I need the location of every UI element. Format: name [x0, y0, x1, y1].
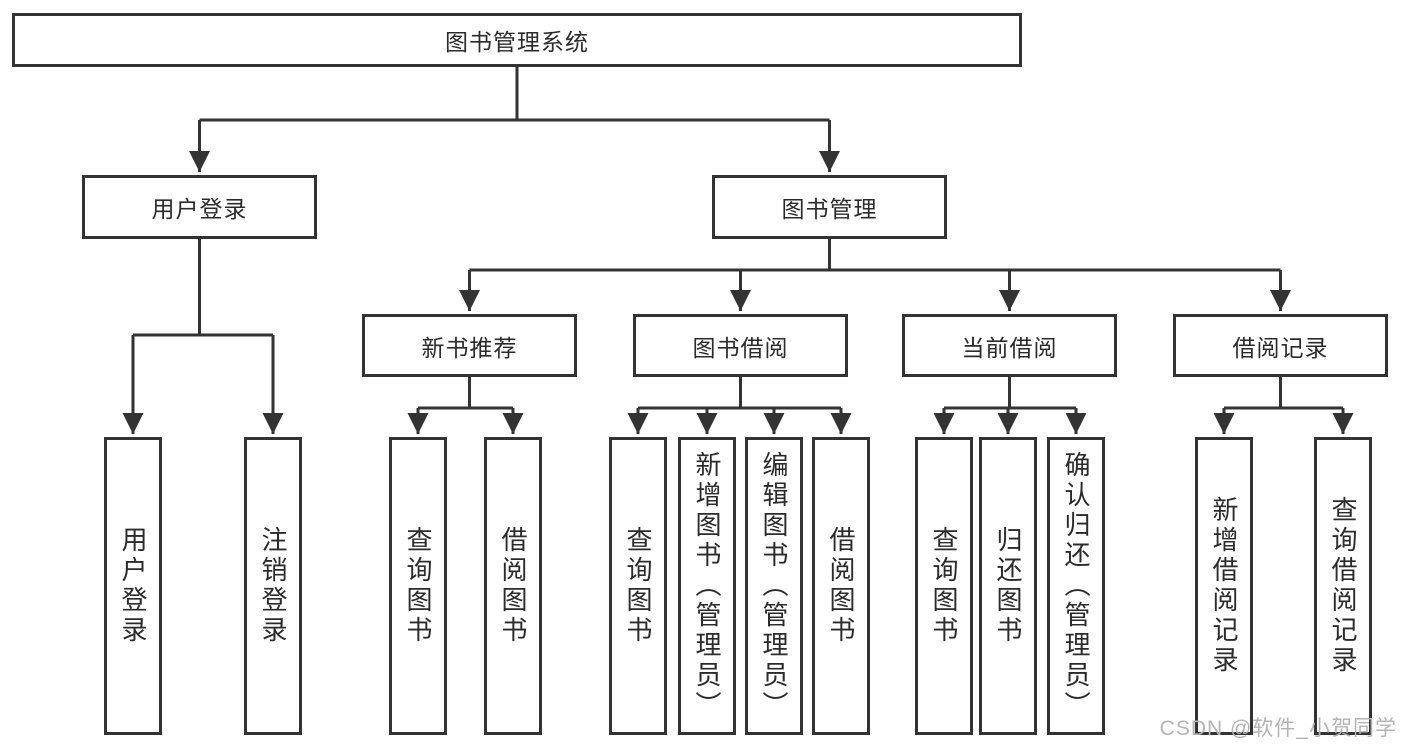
leaf-query-book-borrow: 查询图书: [609, 437, 667, 735]
node-library-system: 图书管理系统: [12, 13, 1022, 67]
node-book-borrow-label: 图书借阅: [692, 334, 789, 361]
leaf-add-book-admin-label: 新增图书（管理员）: [692, 451, 722, 721]
leaf-return-book-label: 归还图书: [993, 526, 1023, 646]
leaf-add-book-admin: 新增图书（管理员）: [678, 437, 736, 735]
leaf-add-borrow-record-label: 新增借阅记录: [1209, 496, 1239, 676]
node-current-borrow: 当前借阅: [902, 314, 1117, 377]
leaf-query-book-current: 查询图书: [915, 437, 973, 735]
leaf-borrow-book-recommend-label: 借阅图书: [498, 526, 528, 646]
leaf-query-borrow-record: 查询借阅记录: [1314, 437, 1372, 735]
leaf-query-book-recommend-label: 查询图书: [403, 526, 433, 646]
leaf-query-book-borrow-label: 查询图书: [623, 526, 653, 646]
leaf-logout-label: 注销登录: [258, 526, 288, 646]
leaf-borrow-book-label: 借阅图书: [826, 526, 856, 646]
csdn-watermark: CSDN @软件_小贺同学: [1159, 717, 1397, 740]
leaf-edit-book-admin-label: 编辑图书（管理员）: [759, 451, 789, 721]
leaf-query-book-current-label: 查询图书: [929, 526, 959, 646]
leaf-query-borrow-record-label: 查询借阅记录: [1328, 496, 1358, 676]
leaf-borrow-book-recommend: 借阅图书: [484, 437, 542, 735]
leaf-query-book-recommend: 查询图书: [389, 437, 447, 735]
node-borrow-records-label: 借阅记录: [1232, 334, 1329, 361]
node-library-system-label: 图书管理系统: [445, 29, 589, 55]
node-borrow-records: 借阅记录: [1173, 314, 1388, 377]
leaf-edit-book-admin: 编辑图书（管理员）: [745, 437, 803, 735]
node-book-management-label: 图书管理: [781, 196, 878, 222]
node-book-management: 图书管理: [712, 175, 947, 239]
leaf-user-login-label: 用户登录: [118, 526, 148, 646]
leaf-add-borrow-record: 新增借阅记录: [1195, 437, 1253, 735]
node-new-book-recommend-label: 新书推荐: [421, 334, 518, 361]
leaf-logout: 注销登录: [244, 437, 302, 735]
leaf-confirm-return-admin-label: 确认归还（管理员）: [1061, 451, 1091, 721]
node-new-book-recommend: 新书推荐: [362, 314, 577, 377]
node-user-login: 用户登录: [82, 175, 317, 239]
leaf-return-book: 归还图书: [979, 437, 1037, 735]
node-book-borrow: 图书借阅: [633, 314, 848, 377]
node-user-login-label: 用户登录: [151, 196, 248, 222]
leaf-borrow-book: 借阅图书: [812, 437, 870, 735]
leaf-confirm-return-admin: 确认归还（管理员）: [1047, 437, 1105, 735]
node-current-borrow-label: 当前借阅: [961, 334, 1058, 361]
leaf-user-login: 用户登录: [104, 437, 162, 735]
